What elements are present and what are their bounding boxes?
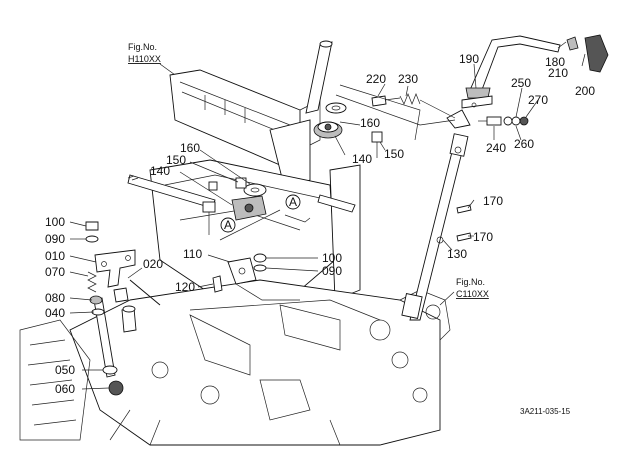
drawing-code: 3A211-035-15 [520,407,571,416]
fig-ref-code: C110XX [456,289,489,299]
part-label: 090 [45,232,65,246]
part-label: 150 [384,147,404,161]
nut-050 [102,365,118,375]
part-label: 230 [398,72,418,86]
part-label: 090 [322,264,342,278]
callout-letter: A [224,218,232,232]
part-label: 270 [528,93,548,107]
small-square-nut [208,181,218,191]
shift-lever-rod [401,133,469,321]
fig-ref-c110xx: Fig.No. C110XX [439,277,489,306]
pin-and-washers [478,116,529,126]
bolt-upright [202,201,216,235]
washer-090-left [85,235,99,243]
rod-040 [89,295,116,378]
part-label: 020 [143,257,163,271]
ball-knob-060 [108,380,124,396]
rod-020 [113,279,161,306]
bolt-and-spring [371,93,456,119]
part-label: 050 [55,363,75,377]
part-label: 080 [45,291,65,305]
part-label: 190 [459,52,479,66]
part-label: 160 [360,116,380,130]
collar-140-upper [313,121,343,139]
part-label: 250 [511,76,531,90]
upper-bracket-panel [169,69,321,191]
washer-160-upper [325,102,347,114]
part-label: 010 [45,249,65,263]
part-label: 170 [473,230,493,244]
washer-160-lower [243,183,267,197]
part-label: 260 [514,137,534,151]
callout-a-right: A [285,194,301,210]
part-label: 210 [548,66,568,80]
part-label: 150 [166,153,186,167]
part-label: 040 [45,306,65,320]
part-label: 170 [483,194,503,208]
pin-170-upper [456,204,472,214]
part-label: 120 [175,280,195,294]
part-label: 130 [447,247,467,261]
part-label: 060 [55,382,75,396]
part-label: 110 [183,247,202,261]
part-label: 100 [322,251,342,265]
nut-100-left [85,221,99,231]
part-label: 140 [150,164,170,178]
fig-ref-title: Fig.No. [456,277,485,287]
pin-120 [212,275,223,293]
part-label: 140 [352,152,372,166]
bolt-150-lower [235,177,247,189]
pin-170-lower [456,232,472,242]
upper-shaft [305,40,333,114]
callout-letter: A [289,195,297,209]
part-label: 100 [45,215,65,229]
part-label: 180 [545,55,565,69]
upper-lever [446,35,561,129]
leader-lines [69,41,586,390]
fig-ref-title: Fig.No. [128,42,157,52]
spring-070 [87,271,97,293]
bolt-150-upper [371,131,383,158]
part-labels: 220 230 190 180 210 200 250 270 160 150 … [45,52,595,396]
lever-grip-knob [566,34,609,73]
callout-a-left: A [220,217,236,233]
part-label: 220 [366,72,386,86]
part-label: 200 [575,84,595,98]
bracket-010 [94,249,136,288]
part-label: 070 [45,265,65,279]
collar-lower-left [121,305,137,333]
lever-110 [227,257,300,301]
fig-ref-code: H110XX [128,54,161,64]
shaft-140-lower [127,174,267,221]
part-label: 160 [180,141,200,155]
guide-lines [335,84,456,141]
part-label: 240 [486,141,506,155]
link-rod [219,194,356,241]
